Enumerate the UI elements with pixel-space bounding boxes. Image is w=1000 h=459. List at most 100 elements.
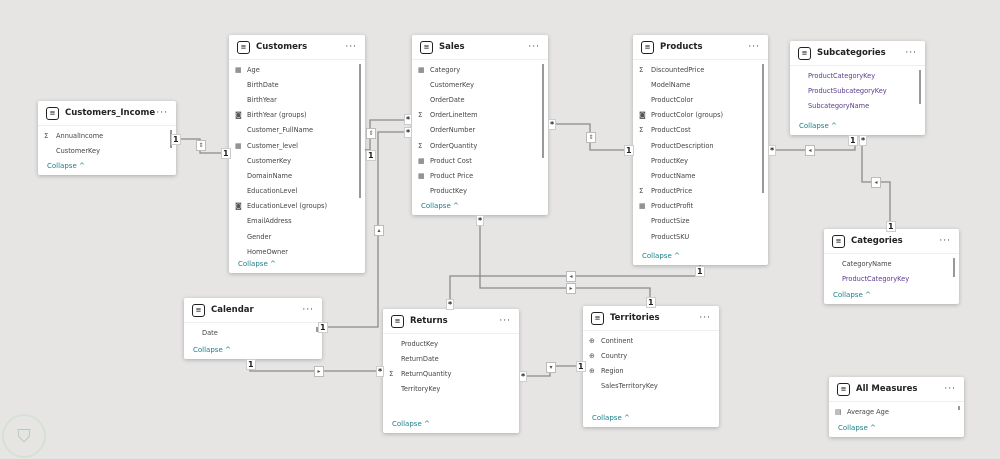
field-item[interactable]: Customer_FullName — [229, 123, 365, 138]
field-item[interactable]: ▦ProductProfit — [633, 199, 768, 214]
cross-filter-direction-icon[interactable]: ◂ — [566, 271, 576, 282]
more-options-button[interactable]: ··· — [499, 316, 511, 326]
field-item[interactable]: ProductSubcategoryKey — [790, 83, 925, 98]
collapse-button[interactable]: Collapse ^ — [833, 291, 871, 299]
more-options-button[interactable]: ··· — [905, 48, 917, 58]
table-card-territories[interactable]: ≡Territories···⊕Continent⊕Country⊕Region… — [583, 306, 719, 427]
table-header[interactable]: ≡Sales··· — [412, 35, 548, 60]
field-item[interactable]: ProductName — [633, 168, 768, 183]
collapse-button[interactable]: Collapse ^ — [193, 346, 231, 354]
field-item[interactable]: TerritoryKey — [383, 382, 519, 397]
field-item[interactable]: ▦Customer_level — [229, 138, 365, 153]
field-item[interactable]: CategoryName — [824, 256, 959, 271]
cross-filter-direction-icon[interactable]: ▸ — [566, 283, 576, 294]
field-item[interactable]: EmailAddress — [229, 214, 365, 229]
field-item[interactable]: Gender — [229, 229, 365, 244]
field-item[interactable]: ProductCategoryKey — [790, 68, 925, 83]
table-header[interactable]: ≡Returns··· — [383, 309, 519, 334]
field-item[interactable]: ▦Product Price — [412, 168, 548, 183]
cross-filter-direction-icon[interactable]: ◂ — [871, 177, 881, 188]
field-item[interactable]: ⊕Continent — [583, 333, 719, 348]
table-header[interactable]: ≡Territories··· — [583, 306, 719, 331]
field-item[interactable]: ◙BirthYear (groups) — [229, 108, 365, 123]
field-item[interactable]: ProductKey — [383, 336, 519, 351]
cross-filter-direction-icon[interactable]: ⇕ — [196, 140, 206, 151]
field-item[interactable]: CustomerKey — [229, 153, 365, 168]
field-item[interactable]: BirthDate — [229, 77, 365, 92]
field-item[interactable]: ReturnDate — [383, 351, 519, 366]
field-item[interactable]: ProductKey — [633, 153, 768, 168]
scrollbar[interactable] — [953, 258, 955, 277]
field-list[interactable]: Date — [184, 323, 322, 340]
field-item[interactable]: ProductColor — [633, 92, 768, 107]
field-item[interactable]: ◙EducationLevel (groups) — [229, 199, 365, 214]
field-item[interactable]: ModelName — [633, 77, 768, 92]
collapse-button[interactable]: Collapse ^ — [799, 122, 837, 130]
table-header[interactable]: ≡Customers_Income··· — [38, 101, 176, 126]
collapse-button[interactable]: Collapse ^ — [47, 162, 85, 170]
collapse-button[interactable]: Collapse ^ — [642, 252, 680, 260]
table-header[interactable]: ≡Customers··· — [229, 35, 365, 60]
more-options-button[interactable]: ··· — [345, 42, 357, 52]
table-header[interactable]: ≡Categories··· — [824, 229, 959, 254]
more-options-button[interactable]: ··· — [156, 108, 168, 118]
more-options-button[interactable]: ··· — [302, 305, 314, 315]
field-item[interactable]: SalesTerritoryKey — [583, 379, 719, 394]
more-options-button[interactable]: ··· — [939, 236, 951, 246]
cross-filter-direction-icon[interactable]: ⇕ — [586, 132, 596, 143]
scrollbar[interactable] — [316, 327, 318, 332]
field-item[interactable]: OrderNumber — [412, 123, 548, 138]
field-item[interactable]: SubcategoryName — [790, 98, 925, 113]
collapse-button[interactable]: Collapse ^ — [592, 414, 630, 422]
more-options-button[interactable]: ··· — [748, 42, 760, 52]
scrollbar[interactable] — [919, 70, 921, 104]
field-item[interactable]: ProductSKU — [633, 229, 768, 244]
cross-filter-direction-icon[interactable]: ▴ — [374, 225, 384, 236]
field-item[interactable]: CustomerKey — [412, 77, 548, 92]
field-item[interactable]: BirthYear — [229, 92, 365, 107]
field-item[interactable]: ProductDescription — [633, 138, 768, 153]
cross-filter-direction-icon[interactable]: ▾ — [546, 362, 556, 373]
collapse-button[interactable]: Collapse ^ — [392, 420, 430, 428]
field-item[interactable]: ▦Product Cost — [412, 153, 548, 168]
field-item[interactable]: ▦Age — [229, 62, 365, 77]
more-options-button[interactable]: ··· — [528, 42, 540, 52]
more-options-button[interactable]: ··· — [944, 384, 956, 394]
field-item[interactable]: ProductCategoryKey — [824, 271, 959, 285]
scrollbar[interactable] — [762, 64, 764, 193]
field-item[interactable]: DomainName — [229, 168, 365, 183]
table-header[interactable]: ≡Subcategories··· — [790, 41, 925, 66]
more-options-button[interactable]: ··· — [699, 313, 711, 323]
field-item[interactable]: ▦Category — [412, 62, 548, 77]
cross-filter-direction-icon[interactable]: ⇕ — [366, 128, 376, 139]
cross-filter-direction-icon[interactable]: ◂ — [805, 145, 815, 156]
field-item[interactable]: ProductSize — [633, 214, 768, 229]
field-item[interactable]: ProductKey — [412, 184, 548, 197]
collapse-button[interactable]: Collapse ^ — [421, 202, 459, 210]
field-list[interactable]: ▤Average Age — [829, 402, 964, 418]
cross-filter-direction-icon[interactable]: ▸ — [314, 366, 324, 377]
scrollbar[interactable] — [359, 64, 361, 199]
field-item[interactable]: Date — [184, 325, 322, 340]
